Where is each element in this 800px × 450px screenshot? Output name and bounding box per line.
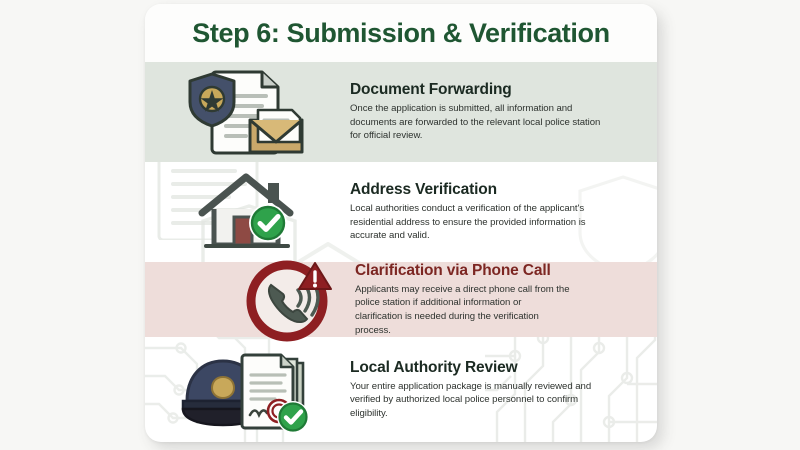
section-body: Applicants may receive a direct phone ca…	[355, 283, 570, 336]
icon-cell-document-forwarding	[145, 66, 350, 158]
section-document-forwarding[interactable]: Document Forwarding Once the application…	[145, 62, 657, 162]
house-check-icon	[198, 173, 293, 248]
infographic-card: Step 6: Submission & Verification	[145, 4, 657, 442]
section-local-authority-review[interactable]: Local Authority Review Your entire appli…	[145, 337, 657, 442]
icon-cell-address-verification	[145, 171, 350, 253]
phone-call-alert-icon	[246, 260, 332, 341]
text-cell-address-verification: Address Verification Local authorities c…	[350, 181, 657, 243]
page-title: Step 6: Submission & Verification	[192, 17, 610, 48]
section-body: Once the application is submitted, all i…	[350, 103, 601, 142]
title-bar: Step 6: Submission & Verification	[145, 4, 657, 62]
text-cell-clarification-phone-call: Clarification via Phone Call Applicants …	[355, 262, 657, 337]
text-cell-local-authority-review: Local Authority Review Your entire appli…	[350, 359, 657, 421]
section-body: Local authorities conduct a verification…	[350, 203, 586, 242]
section-heading: Document Forwarding	[350, 81, 512, 99]
section-body: Your entire application package is manua…	[350, 380, 592, 419]
police-cap-documents-check-icon	[181, 353, 309, 433]
section-heading: Local Authority Review	[350, 358, 518, 376]
text-cell-document-forwarding: Document Forwarding Once the application…	[350, 81, 657, 143]
section-address-verification[interactable]: Address Verification Local authorities c…	[145, 162, 657, 262]
icon-cell-clarification-phone-call	[145, 257, 355, 343]
icon-cell-local-authority-review	[145, 347, 350, 433]
section-heading: Address Verification	[350, 181, 497, 199]
section-clarification-phone-call[interactable]: Clarification via Phone Call Applicants …	[145, 260, 657, 341]
document-badge-envelope-icon	[188, 70, 303, 155]
section-heading: Clarification via Phone Call	[355, 261, 551, 279]
